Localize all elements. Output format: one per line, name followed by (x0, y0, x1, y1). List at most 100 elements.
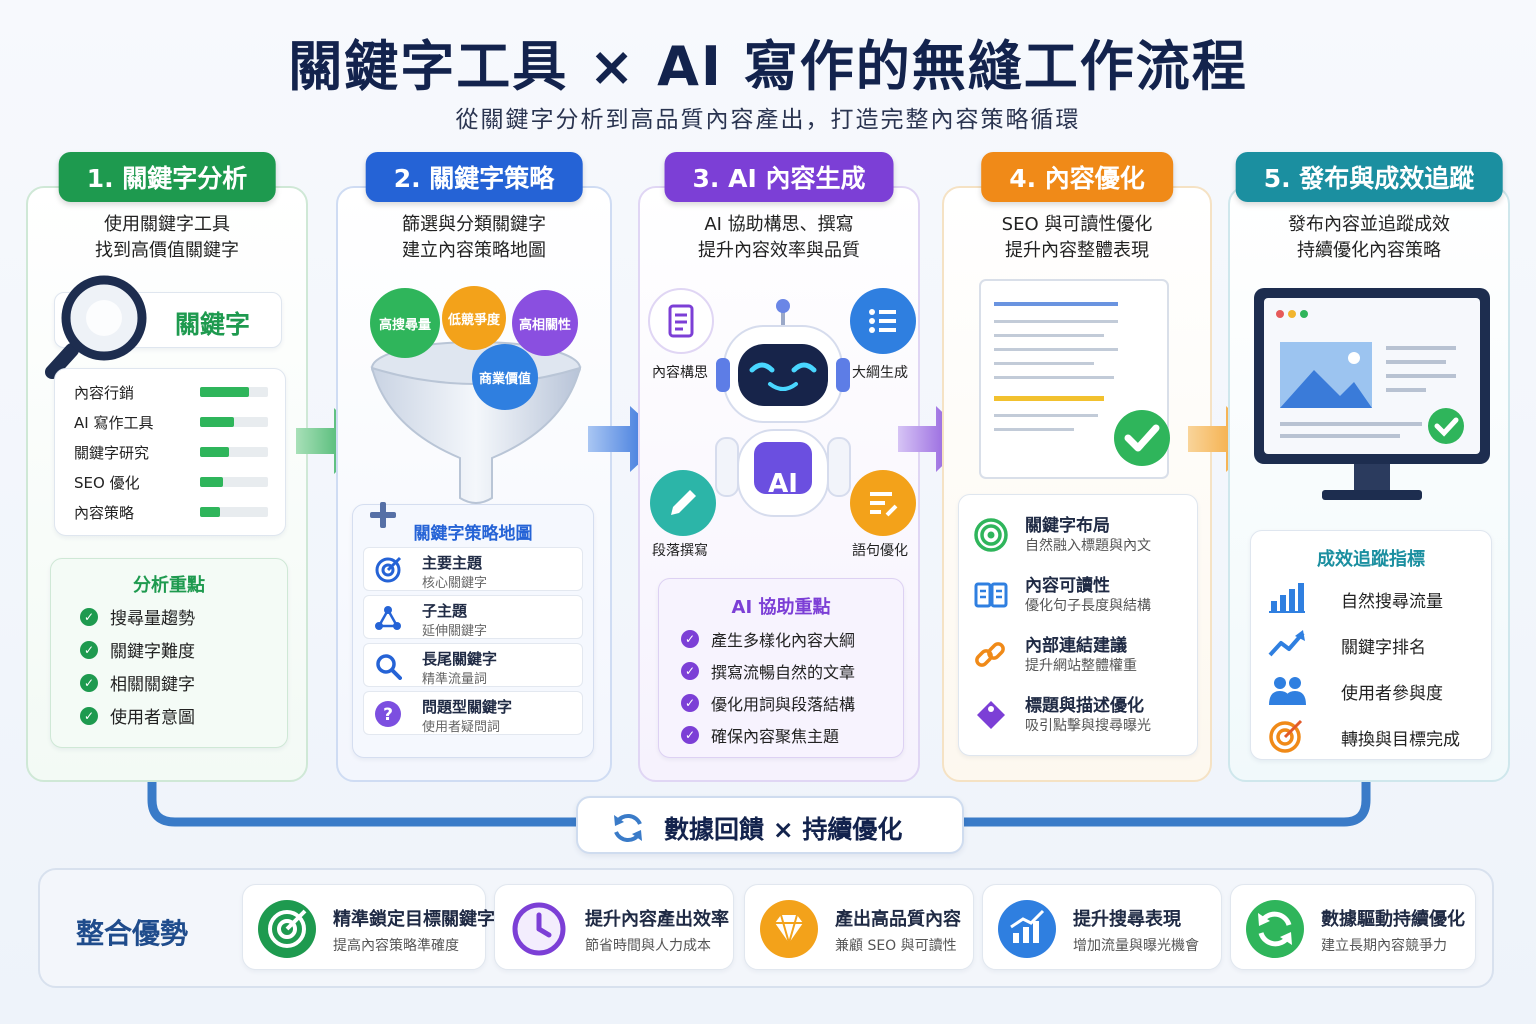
metric-item: 使用者參與度 (1267, 671, 1487, 711)
strategy-map-item: ?問題型關鍵字使用者疑問詞 (363, 691, 583, 735)
robot-icon (715, 299, 851, 517)
refresh-icon (1245, 899, 1305, 959)
strategy-map-item-title: 子主題 (422, 602, 468, 620)
strategy-map-item-subtitle: 核心關鍵字 (422, 576, 488, 591)
advantage-title: 產出高品質內容 (835, 909, 961, 930)
advantage-card: 產出高品質內容兼顧 SEO 與可讀性 (744, 884, 974, 970)
optimization-item: 內部連結建議提升網站整體權重 (973, 631, 1193, 687)
metric-item-label: 自然搜尋流量 (1341, 592, 1443, 612)
metric-item: 關鍵字排名 (1267, 625, 1487, 665)
keyword-volume-fill (200, 417, 234, 427)
optimization-item: 內容可讀性優化句子長度與結構 (973, 571, 1193, 627)
target-icon (973, 517, 1009, 553)
analysis-focus-text: 搜尋量趨勢 (110, 609, 195, 629)
network-icon (374, 604, 402, 632)
advantage-subtitle: 節省時間與人力成本 (585, 938, 711, 954)
metric-item-label: 轉換與目標完成 (1341, 730, 1460, 750)
ai-focus-item: ✓ 產生多樣化內容大綱 (681, 627, 855, 651)
step-3-badge: 3. AI 內容生成 (664, 152, 894, 202)
advantage-title: 數據驅動持續優化 (1321, 909, 1465, 930)
step-3-desc-line-2: 提升內容效率與品質 (698, 240, 860, 261)
check-icon: ✓ (80, 640, 98, 659)
check-icon: ✓ (681, 630, 699, 648)
diamond-icon (759, 899, 819, 959)
pencil-icon (650, 470, 716, 536)
strategy-map-item-title: 主要主題 (422, 554, 483, 572)
analysis-focus-item: ✓ 關鍵字難度 (80, 637, 195, 662)
keyword-search-label: 關鍵字 (175, 310, 251, 339)
target-icon (374, 556, 402, 584)
users-icon (1267, 673, 1307, 707)
step-1-description: 使用關鍵字工具 找到高價值關鍵字 (28, 212, 306, 264)
metric-item: 自然搜尋流量 (1267, 579, 1487, 619)
check-icon: ✓ (80, 706, 98, 725)
book-icon (973, 577, 1009, 613)
keyword-volume-fill (200, 447, 229, 457)
question-icon: ? (374, 700, 402, 728)
advantage-card: 提升搜尋表現增加流量與曝光機會 (982, 884, 1222, 970)
advantage-card: 數據驅動持續優化建立長期內容競爭力 (1230, 884, 1476, 970)
keyword-item: SEO 優化 (74, 474, 140, 492)
monitor-icon (1254, 288, 1490, 500)
step-2-badge: 2. 關鍵字策略 (365, 152, 583, 202)
metric-item: 轉換與目標完成 (1267, 717, 1487, 757)
ai-focus-item: ✓優化用詞與段落結構 (681, 691, 855, 715)
step-2-description: 篩選與分類關鍵字 建立內容策略地圖 (338, 212, 610, 264)
feature-label-outline: 大綱生成 (852, 365, 908, 381)
keyword-item: 關鍵字研究 (74, 444, 150, 462)
advantage-card: 提升內容產出效率節省時間與人力成本 (494, 884, 734, 970)
ai-focus-text: 產生多樣化內容大綱 (711, 631, 856, 650)
feature-label-writing: 段落撰寫 (652, 543, 708, 559)
optimization-item-title: 內容可讀性 (1025, 576, 1110, 596)
clock-icon (509, 899, 569, 959)
step-5-desc-line-1: 發布內容並追蹤成效 (1288, 214, 1450, 235)
keyword-volume-fill (200, 507, 221, 517)
optimization-item: 關鍵字布局自然融入標題與內文 (973, 511, 1193, 567)
optimization-item-subtitle: 提升網站整體權重 (1025, 658, 1137, 674)
magnifier-icon (45, 275, 147, 379)
optimization-item: 標題與描述優化吸引點擊與搜尋曝光 (973, 691, 1193, 747)
search-icon (374, 652, 402, 680)
strategy-map-title: 關鍵字策略地圖 (413, 524, 533, 544)
bubble-low-competition: 低競爭度 (442, 286, 506, 350)
step-1-desc-line-2: 找到高價值關鍵字 (95, 240, 239, 261)
analysis-focus-text: 關鍵字難度 (110, 642, 195, 662)
step-4-description: SEO 與可讀性優化 提升內容整體表現 (944, 212, 1210, 264)
trend-icon (1267, 627, 1307, 661)
svg-text:?: ? (383, 705, 393, 725)
refresh-icon (614, 814, 642, 842)
strategy-map-item: 主要主題核心關鍵字 (363, 547, 583, 591)
analysis-focus-item: ✓使用者意圖 (80, 703, 195, 728)
link-icon (973, 637, 1009, 673)
step-2-desc-line-2: 建立內容策略地圖 (402, 240, 546, 261)
bubble-high-relevance: 高相關性 (512, 290, 578, 356)
strategy-map-item: 子主題延伸關鍵字 (363, 595, 583, 639)
analysis-focus-text: 相關關鍵字 (110, 675, 195, 695)
feedback-loop-badge: 數據回饋 × 持續優化 (576, 796, 964, 854)
step-4-card: 4. 內容優化 SEO 與可讀性優化 提升內容整體表現 關鍵字布局自然融入標題與… (942, 152, 1212, 782)
check-icon: ✓ (681, 662, 699, 680)
metrics-title: 成效追蹤指標 (1317, 549, 1425, 570)
step-2-desc-line-1: 篩選與分類關鍵字 (402, 214, 546, 235)
step-5-description: 發布內容並追蹤成效 持續優化內容策略 (1230, 212, 1508, 264)
step-4-desc-line-2: 提升內容整體表現 (1005, 240, 1149, 261)
ai-focus-item: ✓撰寫流暢自然的文章 (681, 659, 855, 683)
optimization-item-title: 標題與描述優化 (1025, 696, 1144, 716)
advantage-subtitle: 兼顧 SEO 與可讀性 (835, 938, 957, 954)
ai-focus-title: AI 協助重點 (731, 597, 831, 618)
feedback-loop-label: 數據回饋 × 持續優化 (664, 815, 903, 844)
step-3-card: 3. AI 內容生成 AI 協助構思、撰寫 提升內容效率與品質 AI 內容構思 … (638, 152, 920, 782)
document-check-icon (979, 279, 1170, 479)
feature-label-polish: 語句優化 (852, 543, 908, 559)
feature-label-ideation: 內容構思 (652, 365, 708, 381)
strategy-map-item-subtitle: 精準流量詞 (422, 672, 488, 687)
plus-icon (370, 502, 396, 528)
analysis-focus-item: ✓相關關鍵字 (80, 670, 195, 695)
check-icon: ✓ (681, 726, 699, 744)
analysis-focus-item: ✓搜尋量趨勢 (80, 604, 195, 629)
tag-icon (973, 697, 1009, 733)
keyword-item: AI 寫作工具 (74, 414, 154, 432)
idea-icon (648, 288, 714, 354)
advantage-subtitle: 提高內容策略準確度 (333, 938, 459, 954)
